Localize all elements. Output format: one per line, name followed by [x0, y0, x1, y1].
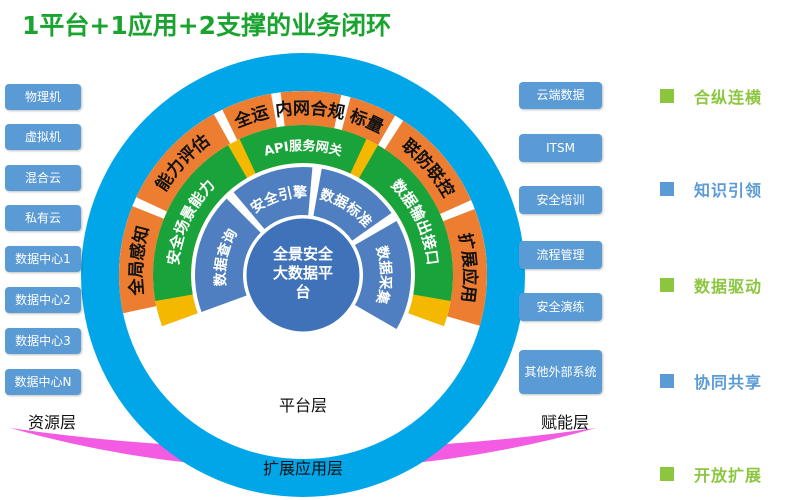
- legend-label: 合纵连横: [694, 88, 763, 107]
- resource-box: 混合云: [5, 165, 81, 191]
- legend-item: 数据驱动: [660, 273, 762, 297]
- base-arc-band: [10, 428, 596, 469]
- legend-item: 开放扩展: [660, 462, 762, 486]
- ring-seg-capability-eval: [136, 114, 231, 212]
- legend-item: 合纵连横: [660, 84, 762, 108]
- ring-seg-data-collect: [354, 221, 411, 329]
- ring-seg-data-standard: [313, 168, 392, 241]
- center-label-line: 全景安全: [272, 245, 334, 263]
- enablement-box: 云端数据: [519, 82, 602, 109]
- resource-box: 数据中心1: [5, 246, 81, 272]
- enablement-box: ITSM: [519, 134, 602, 162]
- ring-seg-global-awareness: [119, 206, 164, 314]
- ring-seg-joint-defense: [384, 120, 472, 214]
- layer-label-platform: 平台层: [279, 396, 327, 415]
- diagram-title: 1平台+1应用+2支撑的业务闭环: [22, 11, 392, 40]
- legend-swatch: [660, 89, 674, 103]
- ring-seg-metric-quant: [341, 97, 395, 146]
- layer-label-extension: 扩展应用层: [263, 459, 343, 478]
- layer-label-resource: 资源层: [28, 413, 76, 432]
- legend-label: 协同共享: [694, 373, 763, 392]
- legend-item: 协同共享: [660, 369, 762, 393]
- legend-swatch: [660, 182, 674, 196]
- resource-box: 数据中心3: [5, 328, 81, 354]
- legend-swatch: [660, 374, 674, 388]
- ring-seg-extended-app: [443, 209, 488, 326]
- ring-seg-intranet-compliance: [280, 91, 342, 129]
- enablement-box: 流程管理: [519, 241, 602, 269]
- ring-seg-scene-capability: [153, 145, 247, 302]
- legend-label: 数据驱动: [694, 277, 763, 296]
- resource-box: 私有云: [5, 205, 81, 231]
- resource-box: 数据中心2: [5, 287, 81, 313]
- enablement-box: 其他外部系统: [519, 350, 602, 394]
- center-label-line: 大数据平: [273, 264, 333, 282]
- legend-swatch: [660, 467, 674, 481]
- legend-label: 知识引领: [694, 181, 763, 200]
- center-platform-circle: [243, 215, 363, 335]
- legend-label: 开放扩展: [694, 466, 763, 485]
- legend-item: 知识引领: [660, 177, 762, 201]
- center-label-line: 台: [295, 283, 310, 301]
- resource-box: 物理机: [5, 84, 81, 110]
- ring-seg-data-output: [359, 145, 453, 302]
- ring-seg-api-gateway: [239, 124, 367, 174]
- enablement-box: 安全演练: [519, 293, 602, 321]
- resource-box: 虚拟机: [5, 124, 81, 150]
- middle-label-api-gateway: API服务网关: [262, 138, 343, 160]
- ring-seg-data-query: [195, 198, 261, 312]
- ring-seg-security-engine: [233, 167, 313, 230]
- legend-swatch: [660, 278, 674, 292]
- resource-box: 数据中心N: [5, 369, 81, 395]
- outer-cyan-ring: [81, 53, 525, 275]
- enablement-box: 安全培训: [519, 186, 602, 214]
- ring-seg-security-ops: [222, 93, 277, 141]
- layer-label-enablement: 赋能层: [541, 413, 589, 432]
